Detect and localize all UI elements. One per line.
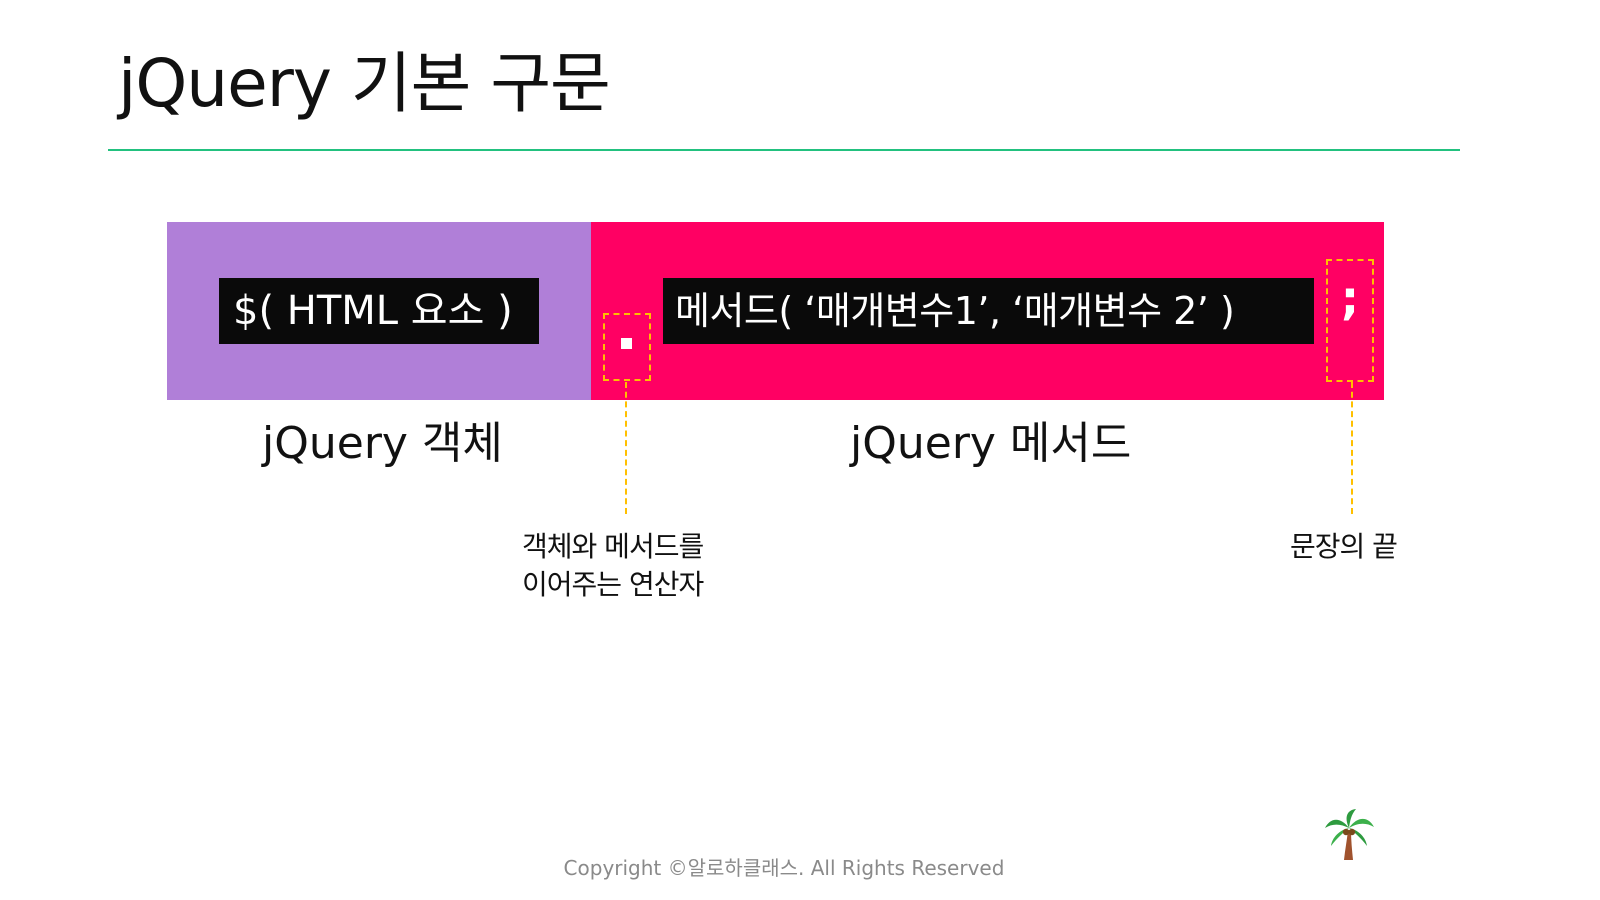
jquery-method-label: jQuery 메서드 — [850, 418, 1132, 469]
semicolon-note: 문장의 끝 — [1290, 530, 1398, 563]
title-divider — [108, 149, 1460, 151]
dot-operator — [621, 338, 632, 349]
jquery-object-label: jQuery 객체 — [262, 418, 503, 469]
dot-note-line-2: 이어주는 연산자 — [522, 568, 704, 601]
dot-operator-highlight — [603, 313, 651, 381]
copyright-text: Copyright ©알로하클래스. All Rights Reserved — [563, 856, 1005, 880]
dot-operator-note: 객체와 메서드를 이어주는 연산자 — [522, 528, 704, 604]
dot-connector-line — [625, 382, 627, 514]
dot-note-line-1: 객체와 메서드를 — [522, 530, 704, 563]
slide-title: jQuery 기본 구문 — [118, 45, 611, 122]
semicolon-connector-line — [1351, 382, 1353, 514]
palm-tree-icon — [1322, 808, 1376, 862]
semicolon-highlight — [1326, 259, 1374, 382]
semicolon-mark: ; — [1340, 271, 1360, 325]
method-code-box: 메서드( ‘매개변수1’, ‘매개변수 2’ ) — [663, 278, 1314, 344]
object-code-box: $( HTML 요소 ) — [219, 278, 539, 344]
